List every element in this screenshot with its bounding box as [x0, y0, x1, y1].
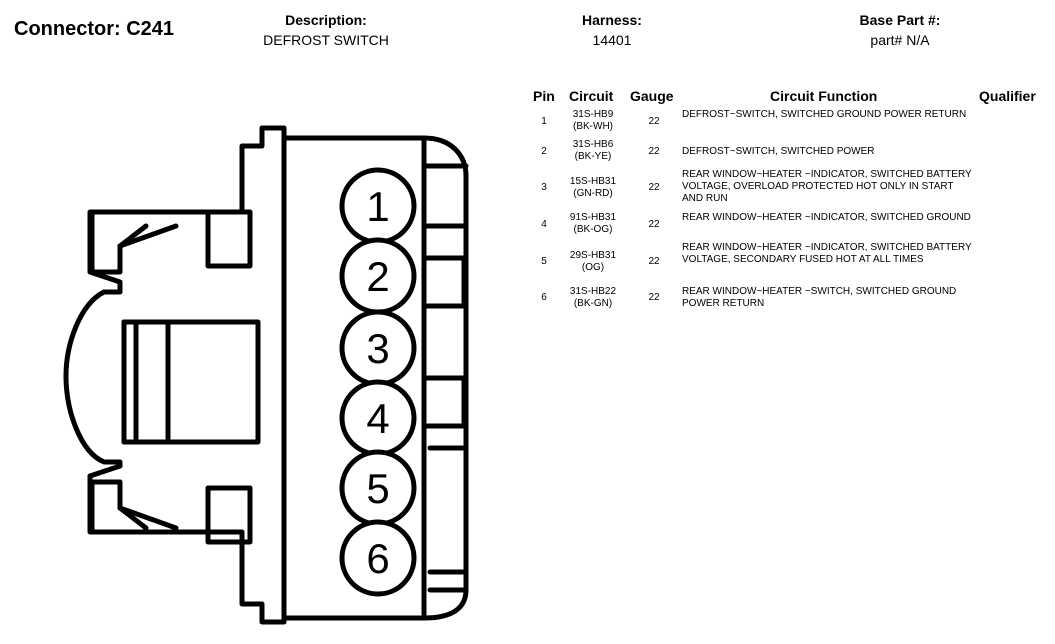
circuit-color: (BK-GN) — [573, 298, 613, 309]
circuit-color: (BK-OG) — [573, 224, 613, 235]
harness-label: Harness: — [582, 12, 642, 28]
circuit-id: 91S-HB31 — [569, 212, 617, 223]
pin-label-1: 1 — [366, 183, 389, 230]
base-part-value: part# N/A — [870, 32, 930, 48]
lower-square — [205, 485, 253, 545]
function-cell: REAR WINDOW~HEATER ~INDICATOR, SWITCHED … — [682, 212, 971, 223]
col-circuit: Circuit — [569, 88, 614, 104]
connector-face-diagram: 1 2 3 4 5 6 — [63, 125, 469, 625]
lower-latch — [89, 479, 179, 533]
circuit-cell: 31S-HB6 (BK-YE) — [558, 139, 628, 163]
col-pin: Pin — [533, 88, 555, 104]
circuit-cell: 31S-HB22 (BK-GN) — [558, 286, 628, 310]
center-window — [121, 319, 261, 445]
col-circuit-function: Circuit Function — [770, 88, 878, 104]
circuit-color: (GN-RD) — [573, 188, 613, 199]
pin-cell: 1 — [541, 116, 547, 127]
description-value: DEFROST SWITCH — [263, 32, 389, 48]
gauge-cell: 22 — [648, 182, 660, 193]
upper-square — [205, 209, 253, 269]
description-label: Description: — [285, 12, 367, 28]
upper-latch — [89, 211, 179, 275]
pin-label-5: 5 — [366, 465, 389, 512]
circuit-cell: 91S-HB31 (BK-OG) — [558, 212, 628, 236]
pin-cell: 2 — [541, 146, 547, 157]
harness-block: Harness: 14401 — [532, 12, 692, 48]
pin-cell: 5 — [541, 256, 547, 267]
circuit-color: (BK-WH) — [573, 121, 613, 132]
gauge-cell: 22 — [648, 116, 660, 127]
pin-label-2: 2 — [366, 253, 389, 300]
circuit-cell: 31S-HB9 (BK-WH) — [558, 109, 628, 133]
pin-label-4: 4 — [366, 395, 389, 442]
circuit-id: 31S-HB6 — [572, 139, 614, 150]
circuit-cell: 15S-HB31 (GN-RD) — [558, 176, 628, 200]
circuit-color: (OG) — [581, 262, 605, 273]
base-part-block: Base Part #: part# N/A — [800, 12, 1000, 48]
connector-title: Connector: C241 — [14, 18, 175, 40]
col-gauge: Gauge — [630, 88, 674, 104]
right-tab — [421, 375, 467, 429]
right-shell — [421, 135, 469, 621]
function-cell: REAR WINDOW~HEATER ~INDICATOR, SWITCHED … — [682, 242, 972, 265]
pin-label-3: 3 — [366, 325, 389, 372]
base-part-label: Base Part #: — [859, 12, 941, 28]
pin-cell: 6 — [541, 292, 547, 303]
function-cell: REAR WINDOW~HEATER ~SWITCH, SWITCHED GRO… — [682, 286, 957, 309]
gauge-cell: 22 — [648, 146, 660, 157]
circuit-cell: 29S-HB31 (OG) — [558, 250, 628, 274]
pin-cell: 4 — [541, 219, 547, 230]
circuit-id: 31S-HB9 — [572, 109, 614, 120]
circuit-color: (BK-YE) — [574, 151, 612, 162]
circuit-id: 15S-HB31 — [569, 176, 617, 187]
function-cell: REAR WINDOW~HEATER ~INDICATOR, SWITCHED … — [682, 169, 972, 204]
gauge-cell: 22 — [648, 292, 660, 303]
gauge-cell: 22 — [648, 256, 660, 267]
pin-label-6: 6 — [366, 535, 389, 582]
harness-value: 14401 — [592, 32, 632, 48]
function-cell: DEFROST~SWITCH, SWITCHED POWER — [682, 146, 875, 157]
gauge-cell: 22 — [648, 219, 660, 230]
right-latch — [427, 445, 469, 593]
circuit-id: 29S-HB31 — [569, 250, 617, 261]
function-cell: DEFROST~SWITCH, SWITCHED GROUND POWER RE… — [682, 109, 967, 120]
right-tab — [421, 255, 467, 309]
circuit-id: 31S-HB22 — [569, 286, 617, 297]
col-qualifier: Qualifier — [979, 88, 1036, 104]
housing-outline — [63, 125, 287, 625]
description-block: Description: DEFROST SWITCH — [226, 12, 426, 48]
pin-circle-6 — [339, 519, 417, 597]
pin-cell: 3 — [541, 182, 547, 193]
